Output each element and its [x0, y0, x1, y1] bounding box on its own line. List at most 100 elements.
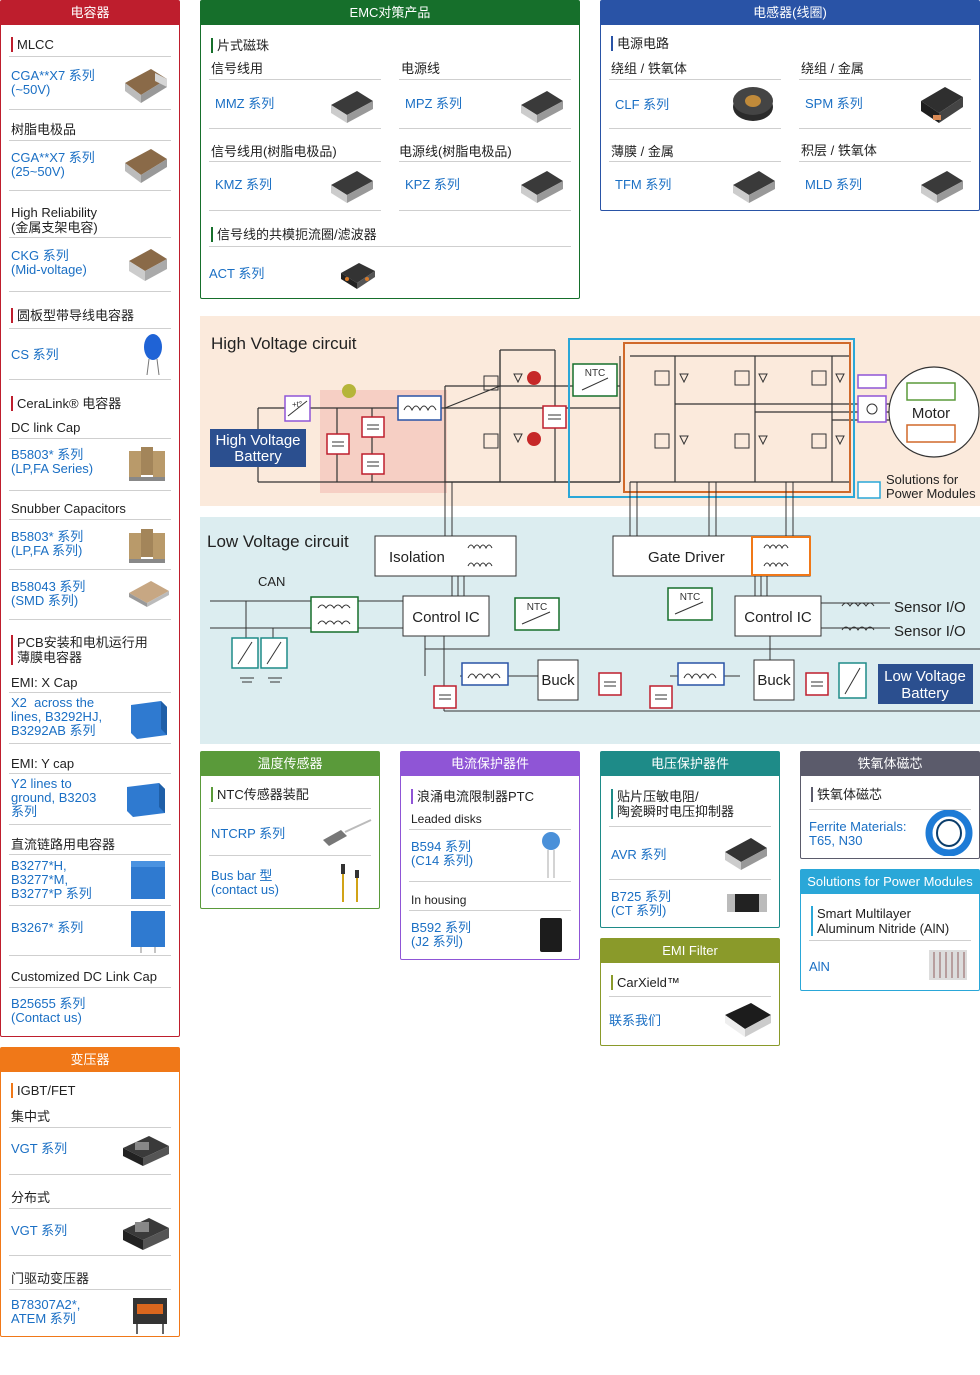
- y2-link[interactable]: Y2 lines to ground, B3203 系列: [11, 776, 97, 819]
- leaded-disks-heading: Leaded disks: [411, 812, 482, 826]
- gate-driver-block[interactable]: [612, 535, 811, 577]
- power-module-frame[interactable]: [568, 338, 855, 498]
- temp-sensor-title: 温度传感器: [201, 752, 379, 776]
- power-modules-line1: Solutions for: [886, 472, 959, 487]
- ferrite-core-heading: 铁氧体磁芯: [811, 787, 882, 802]
- spm-link[interactable]: SPM 系列: [805, 96, 863, 111]
- gate-transformer-icon: [133, 1298, 167, 1334]
- kpz-link[interactable]: KPZ 系列: [405, 177, 460, 192]
- bead-chip-icon-2: [521, 91, 563, 123]
- aln-link[interactable]: AlN: [809, 959, 830, 974]
- wound-metal-heading: 绕组 / 金属: [801, 61, 864, 76]
- gate-transformer-symbol[interactable]: [751, 536, 811, 576]
- y-cap-symbol-1[interactable]: [326, 433, 350, 455]
- x2-link[interactable]: X2 across the lines, B3292HJ, B3292AB 系列: [11, 695, 103, 738]
- motor-sensor-1[interactable]: [857, 374, 887, 389]
- isolation-block[interactable]: [374, 535, 517, 577]
- control-ic-block-2[interactable]: [734, 595, 822, 637]
- ceralink-heading: CeraLink® 电容器: [11, 396, 121, 411]
- housed-ptc-icon: [540, 918, 562, 952]
- motor-symbol[interactable]: [888, 366, 980, 458]
- b3277-link[interactable]: B3277*H, B3277*M, B3277*P 系列: [11, 858, 92, 901]
- power-module-title: Solutions for Power Modules: [801, 870, 979, 894]
- sensor-io-label-2: Sensor I/O: [894, 623, 966, 640]
- contact-us-link[interactable]: 联系我们: [609, 1013, 662, 1028]
- cga-x7-25-50v-link[interactable]: CGA**X7 系列 (25~50V): [11, 150, 95, 179]
- buck-block-2[interactable]: [753, 659, 795, 701]
- b725-link[interactable]: B725 系列 (CT 系列): [611, 889, 671, 918]
- transformer-panel: 变压器 IGBT/FET 集中式 VGT 系列 分布式 VGT 系列 门驱动变压…: [0, 1047, 180, 1337]
- tfm-link[interactable]: TFM 系列: [615, 177, 672, 192]
- dc-link-heading: 直流链路用电容器: [11, 837, 116, 852]
- isolation-label: Isolation: [389, 549, 445, 566]
- kmz-link[interactable]: KMZ 系列: [215, 177, 273, 192]
- low-voltage-battery[interactable]: [878, 664, 973, 704]
- cga-x7-50v-link[interactable]: CGA**X7 系列 (~50V): [11, 68, 95, 97]
- ptc-heading: 浪涌电流限制器PTC: [411, 789, 534, 804]
- gate-transformer-heading: 门驱动变压器: [11, 1271, 90, 1286]
- dc-link-cap-symbol[interactable]: [542, 405, 567, 429]
- snubber-dot-2: [527, 432, 541, 446]
- lv-cap-symbol-3[interactable]: [649, 685, 673, 709]
- clf-link[interactable]: CLF 系列: [615, 97, 670, 112]
- control-ic-label-2: Control IC: [744, 609, 812, 626]
- ntc-lv-label-2: NTC: [680, 592, 701, 603]
- mld-link[interactable]: MLD 系列: [805, 177, 863, 192]
- motor-winding-1: [906, 382, 956, 401]
- voltage-protection-panel: 电压保护器件 贴片压敏电阻/ 陶瓷瞬时电压抑制器 AVR 系列 B725 系列 …: [600, 751, 780, 928]
- act-link[interactable]: ACT 系列: [209, 266, 265, 281]
- buck-block-1[interactable]: [537, 659, 579, 701]
- b594-link[interactable]: B594 系列 (C14 系列): [411, 839, 474, 868]
- ntc-sensor-lv-2[interactable]: [667, 587, 713, 621]
- cs-link[interactable]: CS 系列: [11, 347, 59, 362]
- high-reliability-heading: High Reliability (金属支架电容): [11, 205, 98, 235]
- custom-dc-heading: Customized DC Link Cap: [11, 969, 157, 984]
- smd-cap-icon: [129, 581, 169, 607]
- ckg-link[interactable]: CKG 系列 (Mid-voltage): [11, 248, 87, 277]
- b5803-lp-link-2[interactable]: B5803* 系列 (LP,FA 系列): [11, 529, 84, 558]
- can-label: CAN: [258, 574, 285, 589]
- lv-cap-symbol-2[interactable]: [598, 672, 622, 696]
- control-ic-block-1[interactable]: [402, 595, 490, 637]
- ntc-hv-label: NTC: [585, 368, 606, 379]
- thin-film-heading: 薄膜 / 金属: [611, 144, 674, 159]
- inverter-frame[interactable]: [623, 342, 851, 493]
- b25655-link[interactable]: B25655 系列 (Contact us): [11, 996, 86, 1025]
- busbar-link[interactable]: Bus bar 型 (contact us): [211, 868, 279, 897]
- b3267-link[interactable]: B3267* 系列: [11, 920, 84, 935]
- igbt-heading: IGBT/FET: [11, 1083, 76, 1098]
- ntc-sensor-lv-1[interactable]: [514, 597, 560, 631]
- high-voltage-battery[interactable]: [210, 429, 306, 467]
- mpz-link[interactable]: MPZ 系列: [405, 96, 463, 111]
- b5803-lp-link[interactable]: B5803* 系列 (LP,FA Series): [11, 447, 94, 476]
- varistor-chip-icon: [725, 838, 767, 870]
- lv-cap-symbol-4[interactable]: [805, 672, 829, 696]
- aln-substrate-icon: [929, 950, 967, 980]
- ceralink-icon: [129, 447, 165, 481]
- vgt-central-link[interactable]: VGT 系列: [11, 1141, 68, 1156]
- y-cap-symbol-2[interactable]: [361, 453, 385, 475]
- b78307-link[interactable]: B78307A2*, ATEM 系列: [11, 1297, 81, 1326]
- lv-cap-symbol-1[interactable]: [433, 685, 457, 709]
- b58043-link[interactable]: B58043 系列 (SMD 系列): [11, 579, 86, 608]
- ntcrp-link[interactable]: NTCRP 系列: [211, 826, 286, 841]
- vgt-dist-link[interactable]: VGT 系列: [11, 1223, 68, 1238]
- ferrite-materials-link[interactable]: Ferrite Materials: T65, N30: [809, 819, 907, 848]
- y-cap-icon: [127, 783, 165, 817]
- mlcc-chip-icon-2: [125, 149, 167, 183]
- emi-y-heading: EMI: Y cap: [11, 756, 75, 771]
- ntc-sensor-hv[interactable]: [572, 363, 618, 397]
- mmz-link[interactable]: MMZ 系列: [215, 96, 275, 111]
- wound-ferrite-heading: 绕组 / 铁氧体: [611, 61, 687, 76]
- buck-inductor-1[interactable]: [461, 662, 509, 686]
- motor-sensor-2[interactable]: [857, 395, 887, 423]
- lv-title: Low Voltage circuit: [207, 532, 349, 551]
- power-modules-legend-box: [857, 481, 881, 499]
- buck-inductor-2[interactable]: [677, 662, 725, 686]
- b592-link[interactable]: B592 系列 (J2 系列): [411, 920, 471, 949]
- busbar-sensor-icon: [341, 864, 359, 902]
- motor-winding-2: [906, 424, 956, 443]
- can-choke-symbol[interactable]: [310, 596, 359, 633]
- x-cap-symbol-1[interactable]: [361, 416, 385, 438]
- avr-link[interactable]: AVR 系列: [611, 847, 667, 862]
